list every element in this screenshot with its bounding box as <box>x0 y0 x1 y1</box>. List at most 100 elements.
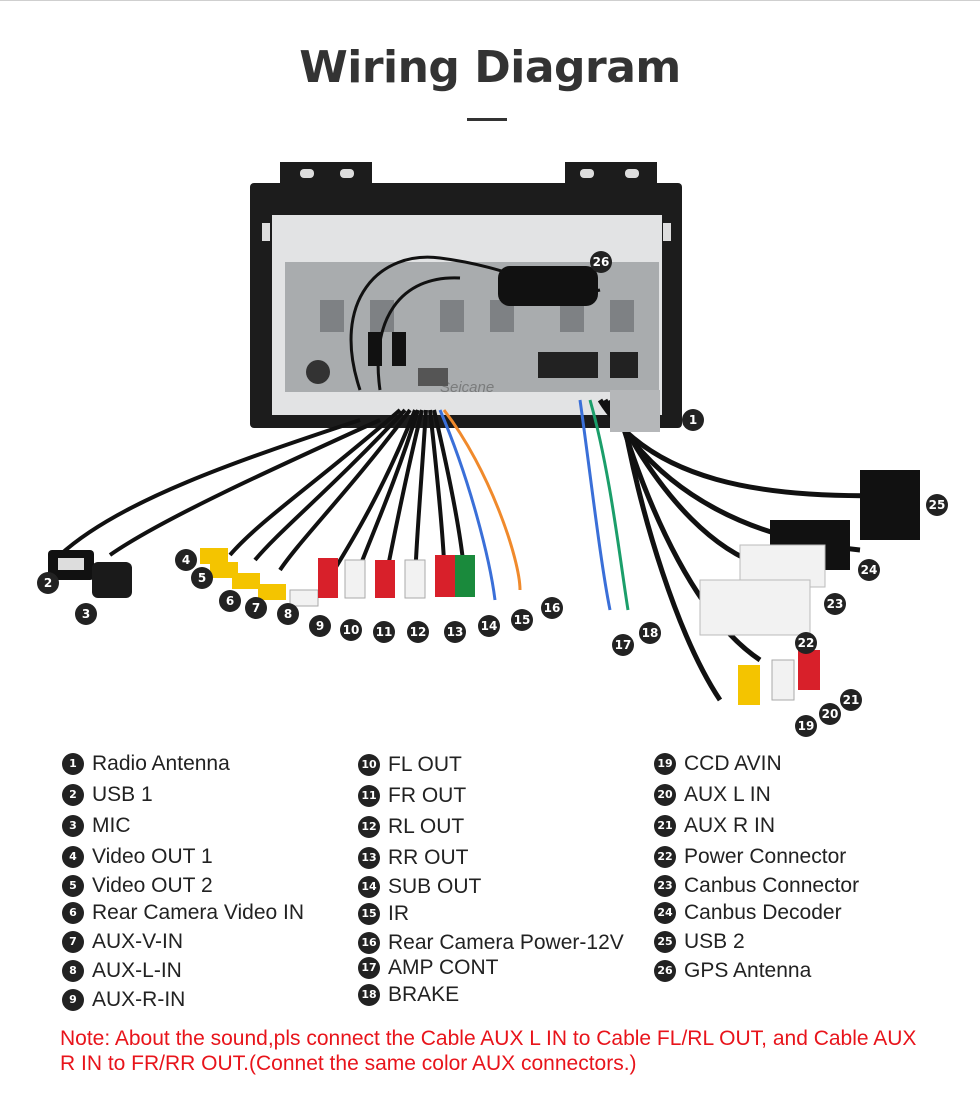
rca-video-out-2 <box>210 562 238 578</box>
signal-wires <box>438 399 630 611</box>
callout-5: 5 <box>191 567 213 589</box>
callout-6: 6 <box>219 590 241 612</box>
legend-number: 20 <box>654 784 676 807</box>
svg-text:6: 6 <box>226 594 234 608</box>
legend-label: Canbus Decoder <box>684 901 842 924</box>
svg-text:15: 15 <box>514 613 531 627</box>
callout-2: 2 <box>37 572 59 594</box>
page-title: Wiring Diagram <box>299 42 681 93</box>
callout-20: 20 <box>819 703 841 725</box>
legend-number: 2 <box>62 784 84 807</box>
legend-label: Rear Camera Power-12V <box>388 931 624 954</box>
svg-text:2: 2 <box>44 576 52 590</box>
svg-text:5: 5 <box>198 571 206 585</box>
legend-label: Canbus Connector <box>684 874 860 897</box>
callout-9: 9 <box>309 615 331 637</box>
legend-label: MIC <box>92 814 131 837</box>
callout-24: 24 <box>858 559 880 581</box>
rca-video-out-1 <box>200 548 228 564</box>
callout-25: 25 <box>926 494 948 516</box>
callout-16: 16 <box>541 597 563 619</box>
svg-text:12: 12 <box>410 625 427 639</box>
svg-text:4: 4 <box>182 553 190 567</box>
legend-number: 10 <box>358 754 380 777</box>
legend-item: 15 IR <box>358 902 409 926</box>
svg-text:17: 17 <box>615 638 632 652</box>
legend-number: 18 <box>358 984 380 1007</box>
rca-aux-l-in <box>289 589 319 607</box>
mic-jack <box>92 562 132 598</box>
legend-number: 4 <box>62 846 84 869</box>
legend-label: AMP CONT <box>388 956 499 979</box>
gps-antenna <box>349 255 601 391</box>
callout-14: 14 <box>478 615 500 637</box>
svg-text:14: 14 <box>481 619 498 633</box>
rca-sub-out <box>455 555 475 597</box>
legend-label: AUX R IN <box>684 814 776 837</box>
legend-number: 19 <box>654 753 676 776</box>
legend-number: 26 <box>654 960 676 983</box>
legend-label: BRAKE <box>388 983 460 1006</box>
legend-number: 14 <box>358 876 380 899</box>
callout-13: 13 <box>444 621 466 643</box>
legend-number: 9 <box>62 989 84 1012</box>
legend-label: GPS Antenna <box>684 959 812 982</box>
rca-rr-out <box>435 555 455 597</box>
legend-number: 22 <box>654 846 676 869</box>
legend-label: CCD AVIN <box>684 752 782 775</box>
title-underline <box>467 118 507 121</box>
svg-text:25: 25 <box>929 498 946 512</box>
svg-text:24: 24 <box>861 563 878 577</box>
svg-text:22: 22 <box>798 636 815 650</box>
svg-text:19: 19 <box>798 719 815 733</box>
legend-number: 12 <box>358 816 380 839</box>
svg-text:20: 20 <box>822 707 839 721</box>
legend-item: 17 AMP CONT <box>358 956 498 980</box>
legend-label: Power Connector <box>684 845 847 868</box>
rca-fl-out <box>344 559 366 599</box>
callout-23: 23 <box>824 593 846 615</box>
top-divider <box>0 0 980 1</box>
callout-8: 8 <box>277 603 299 625</box>
rca-rl-out <box>404 559 426 599</box>
callout-11: 11 <box>373 621 395 643</box>
svg-text:16: 16 <box>544 601 561 615</box>
left-cable-bundle <box>58 408 467 591</box>
legend-item: 25 USB 2 <box>654 930 745 954</box>
legend-label: USB 2 <box>684 930 745 953</box>
legend-label: IR <box>388 902 409 925</box>
legend-number: 6 <box>62 902 84 925</box>
sound-connection-note: Note: About the sound,pls connect the Ca… <box>60 1027 917 1075</box>
svg-text:18: 18 <box>642 626 659 640</box>
legend-number: 17 <box>358 957 380 980</box>
rca-aux-r-in-2 <box>798 650 820 690</box>
wiring-diagram-illustration: Seicane <box>37 162 948 737</box>
svg-text:8: 8 <box>284 607 292 621</box>
svg-text:26: 26 <box>593 255 610 269</box>
legend-label: RL OUT <box>388 815 465 838</box>
legend-item: 26 GPS Antenna <box>654 959 811 983</box>
callout-1: 1 <box>682 409 704 431</box>
callout-21: 21 <box>840 689 862 711</box>
callout-17: 17 <box>612 634 634 656</box>
watermark: Seicane <box>440 379 494 396</box>
callout-22: 22 <box>795 632 817 654</box>
svg-text:13: 13 <box>447 625 464 639</box>
svg-text:23: 23 <box>827 597 844 611</box>
legend-number: 5 <box>62 875 84 898</box>
legend-number: 25 <box>654 931 676 954</box>
legend-number: 15 <box>358 903 380 926</box>
callout-15: 15 <box>511 609 533 631</box>
svg-text:1: 1 <box>689 413 697 427</box>
